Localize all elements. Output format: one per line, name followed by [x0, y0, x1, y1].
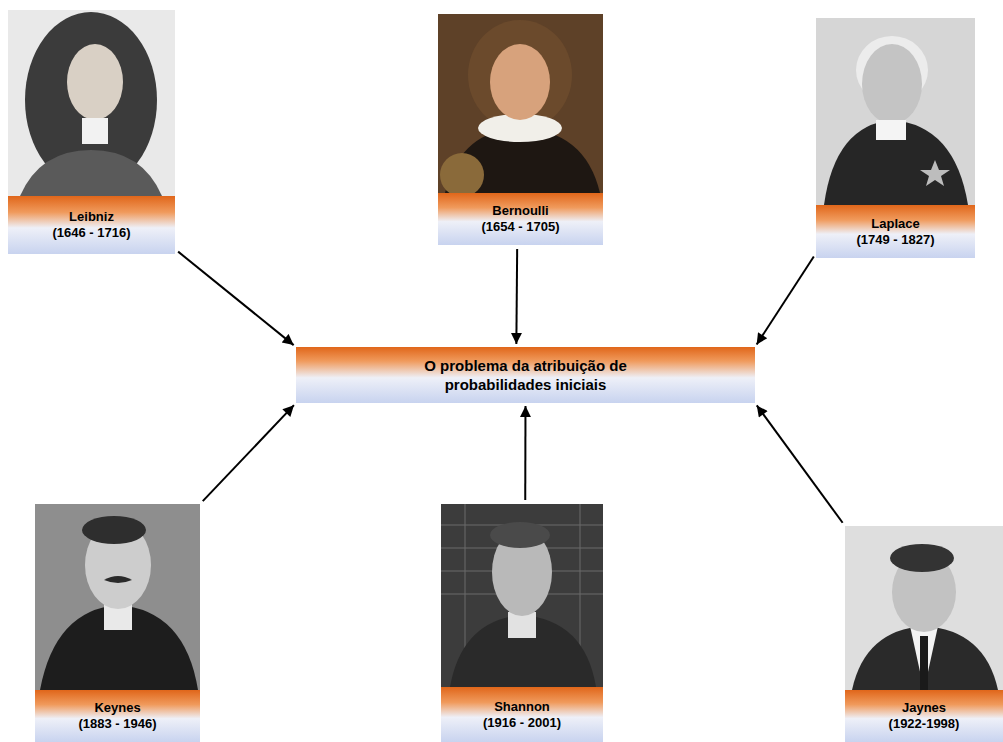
- name-band: Bernoulli(1654 - 1705): [438, 193, 603, 245]
- portrait-space: [35, 504, 200, 690]
- arrow-connector: [178, 252, 294, 345]
- name-band: Shannon(1916 - 2001): [441, 687, 603, 742]
- person-card: Bernoulli(1654 - 1705): [438, 14, 603, 245]
- name-band: Jaynes(1922-1998): [845, 690, 1003, 742]
- arrow-connector: [757, 257, 814, 345]
- topic-box: O problema da atribuição de probabilidad…: [296, 347, 755, 403]
- life-dates: (1922-1998): [889, 716, 960, 732]
- portrait: [816, 18, 975, 205]
- portrait-space: [8, 10, 175, 196]
- person-name: Shannon: [494, 699, 550, 715]
- arrow-connector: [757, 405, 843, 522]
- portrait: [441, 504, 603, 687]
- person-name: Jaynes: [902, 700, 946, 716]
- person-name: Leibniz: [69, 209, 114, 225]
- person-card: Laplace(1749 - 1827): [816, 18, 975, 258]
- life-dates: (1916 - 2001): [483, 715, 561, 731]
- portrait-space: [441, 504, 603, 687]
- portrait: [35, 504, 200, 690]
- person-name: Keynes: [94, 700, 140, 716]
- person-card: Keynes(1883 - 1946): [35, 504, 200, 742]
- name-band: Leibniz(1646 - 1716): [8, 196, 175, 254]
- person-card: Jaynes(1922-1998): [845, 526, 1003, 742]
- life-dates: (1646 - 1716): [52, 225, 130, 241]
- person-name: Laplace: [871, 216, 919, 232]
- life-dates: (1654 - 1705): [481, 219, 559, 235]
- portrait-space: [816, 18, 975, 205]
- life-dates: (1883 - 1946): [78, 716, 156, 732]
- portrait-space: [845, 526, 1003, 690]
- name-band: Keynes(1883 - 1946): [35, 690, 200, 742]
- person-card: Shannon(1916 - 2001): [441, 504, 603, 742]
- person-card: Leibniz(1646 - 1716): [8, 10, 175, 254]
- portrait: [8, 10, 175, 196]
- arrow-connector: [524, 406, 526, 500]
- arrow-connector: [515, 249, 518, 344]
- name-band: Laplace(1749 - 1827): [816, 205, 975, 258]
- portrait-space: [438, 14, 603, 193]
- person-name: Bernoulli: [492, 203, 548, 219]
- portrait: [438, 14, 603, 197]
- arrow-connector: [203, 405, 294, 501]
- portrait: [845, 526, 1003, 690]
- topic-text: O problema da atribuição de probabilidad…: [403, 356, 648, 394]
- life-dates: (1749 - 1827): [856, 232, 934, 248]
